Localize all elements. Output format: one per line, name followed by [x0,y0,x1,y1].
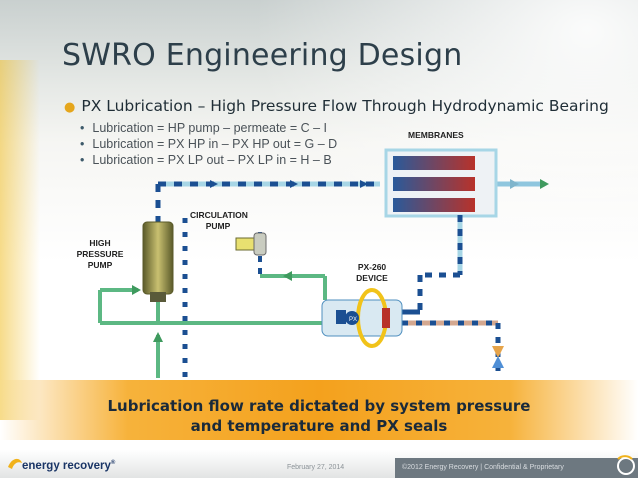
bullet-dot-icon: • [80,137,85,151]
label-line: PUMP [205,221,231,231]
label-line: DEVICE [356,273,388,283]
label-line: PRESSURE [76,249,124,259]
bullet-dot-icon: • [80,153,85,167]
left-accent-glow [0,60,40,420]
footer-band [395,458,638,478]
sub-bullet-list: • Lubrication = HP pump – permeate = C – … [80,120,337,168]
callout-text: Lubrication flow rate dictated by system… [0,396,638,436]
low-pressure-lines [98,274,327,378]
permeate-outlet [495,179,549,189]
slide-corner-icon [617,455,635,475]
label-px-device: PX-260 DEVICE [350,262,394,284]
label-high-pressure-pump: HIGH PRESSURE PUMP [74,238,126,271]
label-line: HIGH [89,238,111,248]
bullet-dot-icon: ● [64,100,76,115]
sub-bullet-text: Lubrication = PX LP out – PX LP in = H –… [92,153,332,167]
brine-discharge [402,320,504,378]
membrane-vessels [384,148,498,218]
circulation-pump [235,232,267,276]
logo-trademark: ® [110,460,116,467]
callout-line: and temperature and PX seals [190,417,448,435]
label-line: PX-260 [357,262,387,272]
label-line: CIRCULATION [190,210,248,220]
flow-arrows-top [210,180,368,188]
sub-bullet-text: Lubrication = HP pump – permeate = C – I [92,121,328,135]
sub-bullet: • Lubrication = HP pump – permeate = C – … [80,120,337,136]
label-line: PUMP [87,260,113,270]
sub-bullet: • Lubrication = PX HP in – PX HP out = G … [80,136,337,152]
footer-copyright: ©2012 Energy Recovery | Confidential & P… [402,464,564,471]
main-bullet: ● PX Lubrication – High Pressure Flow Thr… [64,97,609,115]
logo-wordmark: energy recovery [22,460,111,472]
main-bullet-text: PX Lubrication – High Pressure Flow Thro… [81,97,609,115]
callout-line: Lubrication flow rate dictated by system… [107,397,531,415]
high-pressure-pump-vessel [142,221,174,323]
sub-bullet: • Lubrication = PX LP out – PX LP in = H … [80,152,337,168]
callout-band [0,380,638,440]
energy-recovery-logo-icon [8,458,22,469]
px-badge: PX [349,317,357,323]
hp-feed-line [155,181,380,225]
px-device [321,288,403,348]
sub-bullet-text: Lubrication = PX HP in – PX HP out = G –… [92,137,338,151]
slide-title: SWRO Engineering Design [62,38,463,73]
logo-text: energy recovery® [22,460,115,472]
footer-date: February 27, 2014 [287,464,345,471]
concentrate-line [402,215,463,315]
label-membranes: MEMBRANES [408,130,464,140]
green-arrows [132,271,292,342]
bullet-dot-icon: • [80,121,85,135]
label-circulation-pump: CIRCULATION PUMP [190,210,248,232]
